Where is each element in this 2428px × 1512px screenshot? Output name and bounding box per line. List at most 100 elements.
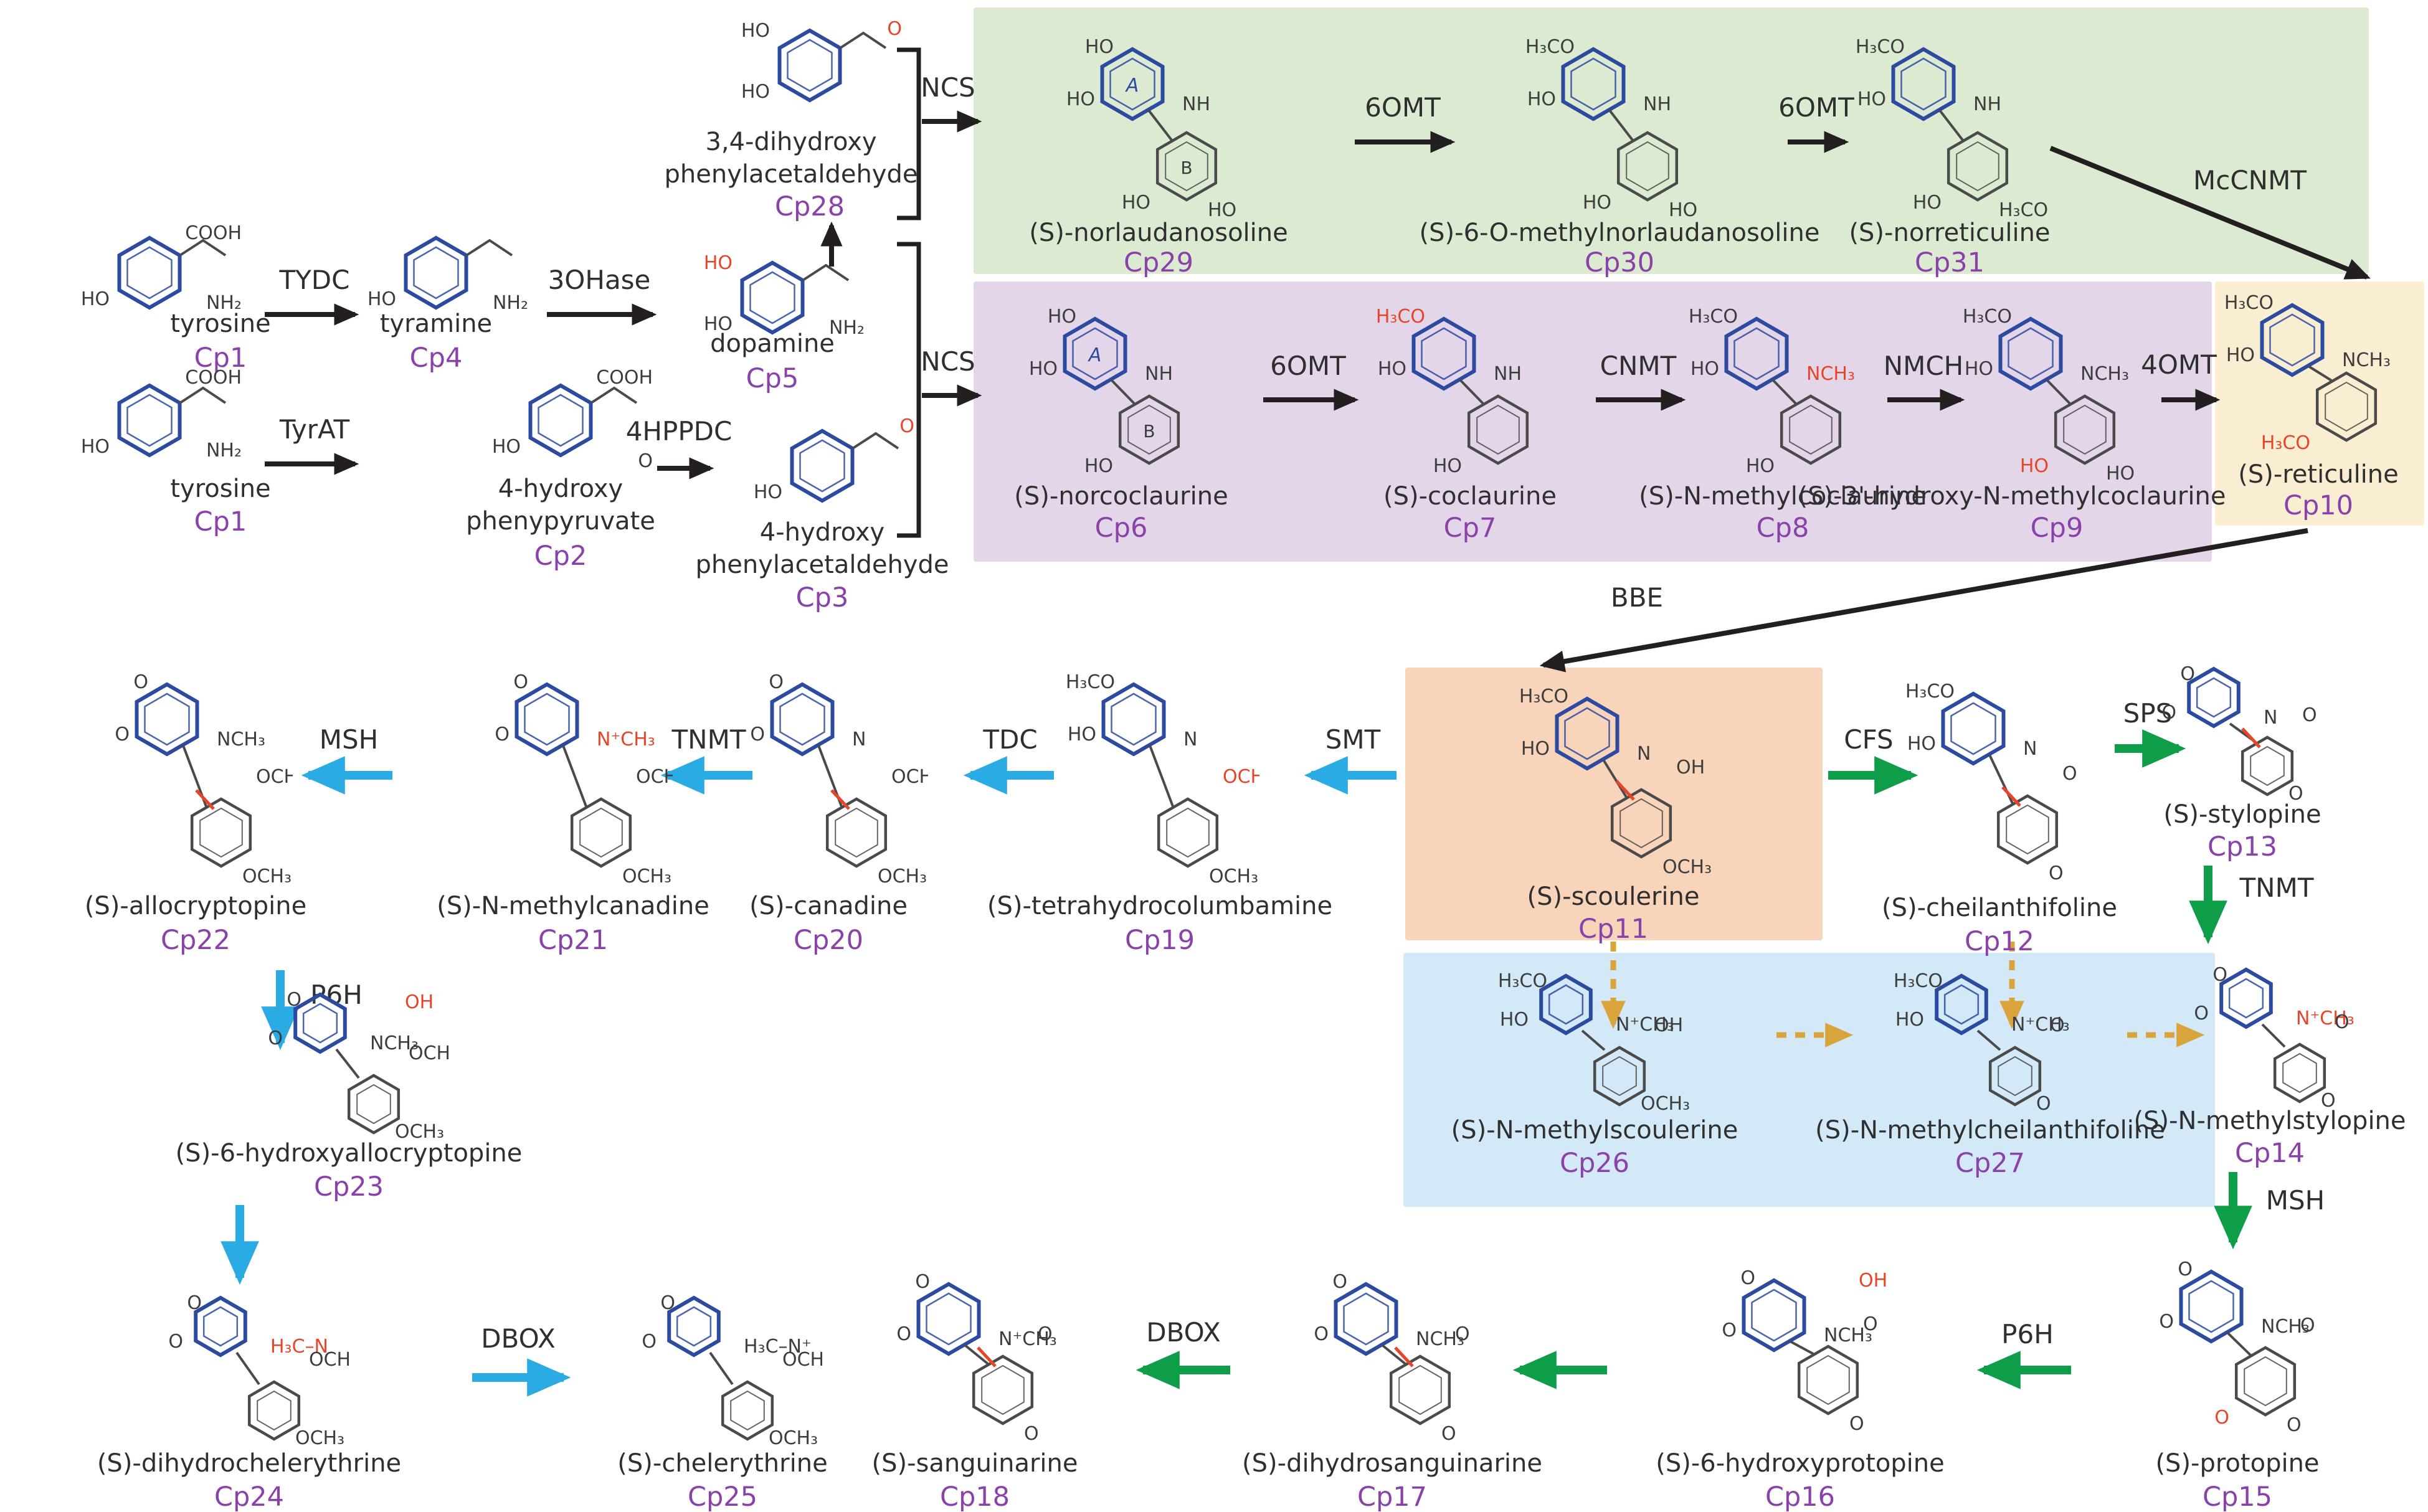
svg-text:H₃CO: H₃CO: [2261, 432, 2310, 454]
reaction-arrow-9: [2049, 146, 2371, 280]
svg-text:O: O: [642, 1331, 657, 1353]
svg-text:O: O: [769, 671, 784, 693]
svg-text:HO: HO: [2106, 463, 2135, 484]
svg-text:O: O: [187, 1292, 202, 1314]
enzyme-label-smt: SMT: [1325, 724, 1381, 755]
cp-label-dopamine: Cp5: [746, 363, 799, 394]
svg-text:O: O: [638, 450, 653, 472]
cp-label-c22: Cp22: [160, 925, 231, 956]
enzyme-label-nmch: NMCH: [1883, 351, 1964, 381]
svg-text:NCH₃: NCH₃: [1824, 1325, 1872, 1346]
enzyme-label-sps: SPS: [2123, 698, 2173, 729]
compound-name-c21: (S)-N-methylcanadine: [437, 892, 709, 920]
svg-text:NCH₃: NCH₃: [1806, 363, 1855, 385]
enzyme-label-msh: MSH: [319, 724, 379, 755]
compound-name-c18: (S)-sanguinarine: [871, 1449, 1078, 1478]
cp-label-dhpa28: Cp28: [774, 191, 845, 222]
svg-text:N: N: [2023, 738, 2037, 760]
svg-text:O: O: [1038, 1323, 1053, 1345]
svg-text:O: O: [750, 724, 765, 745]
cp-label-c15: Cp15: [2202, 1481, 2273, 1512]
svg-text:OCH₃: OCH₃: [409, 1042, 448, 1064]
svg-text:O: O: [1455, 1323, 1470, 1345]
compound-name-c19: (S)-tetrahydrocolumbamine: [987, 892, 1333, 920]
enzyme-label-dbox: DBOX: [481, 1323, 556, 1354]
svg-text:H₃CO: H₃CO: [1856, 36, 1905, 58]
svg-text:COOH: COOH: [185, 222, 242, 244]
svg-text:HO: HO: [741, 81, 770, 103]
svg-text:B: B: [1143, 421, 1155, 442]
svg-text:H₃CO: H₃CO: [1963, 306, 2012, 328]
svg-text:N⁺CH₃: N⁺CH₃: [2011, 1014, 2070, 1036]
svg-text:NH: NH: [1494, 363, 1522, 385]
box-purple: [974, 281, 2212, 562]
reaction-arrow-14: [1539, 528, 2308, 673]
compound-name-c8: (S)-N-methylcoclaurine: [1639, 482, 1927, 511]
svg-text:NCH₃: NCH₃: [217, 729, 265, 750]
enzyme-label-p6h: P6H: [2001, 1319, 2054, 1349]
compound-name-c10: (S)-reticuline: [2238, 460, 2399, 489]
svg-text:H₃CO: H₃CO: [1999, 199, 2048, 221]
cp-label-c14: Cp14: [2234, 1138, 2305, 1169]
compound-name-dhpa28-line2: phenylacetaldehyde: [664, 160, 918, 189]
svg-text:HO: HO: [1895, 1009, 1924, 1031]
svg-text:O: O: [2194, 1003, 2209, 1024]
svg-text:NH₂: NH₂: [493, 292, 528, 314]
svg-text:OH: OH: [1654, 1014, 1683, 1036]
cp-label-c25: Cp25: [687, 1481, 758, 1512]
compound-name-c29: (S)-norlaudanosoline: [1029, 219, 1288, 247]
compound-name-hpa3-line1: 4-hydroxy: [759, 518, 885, 547]
compound-name-c22: (S)-allocryptopine: [84, 892, 307, 920]
svg-text:OH: OH: [1676, 757, 1705, 778]
svg-text:H₃C–N: H₃C–N: [270, 1336, 328, 1358]
svg-text:A: A: [1088, 344, 1102, 366]
svg-text:HO: HO: [704, 252, 733, 274]
compound-name-hpa3-line2: phenylacetaldehyde: [695, 550, 949, 579]
svg-text:HO: HO: [1029, 358, 1058, 380]
enzyme-label-6omt: 6OMT: [1778, 92, 1854, 123]
svg-text:NH₂: NH₂: [206, 292, 242, 314]
compound-name-c12: (S)-cheilanthifoline: [1882, 894, 2117, 922]
compound-name-c16: (S)-6-hydroxyprotopine: [1656, 1449, 1945, 1478]
cp-label-c12: Cp12: [1964, 926, 2035, 957]
cp-label-tyrosine1: Cp1: [194, 343, 247, 374]
cp-label-tyrosine2: Cp1: [194, 506, 247, 537]
svg-text:OCH₃: OCH₃: [636, 766, 673, 788]
svg-text:O: O: [1441, 1423, 1456, 1445]
svg-text:COOH: COOH: [185, 367, 242, 389]
enzyme-label-4omt: 4OMT: [2141, 349, 2217, 380]
enzyme-label-mccnmt: McCNMT: [2193, 165, 2307, 196]
svg-text:HO: HO: [1048, 306, 1076, 328]
svg-text:HO: HO: [81, 288, 110, 310]
svg-text:O: O: [115, 724, 130, 745]
svg-text:N: N: [852, 729, 866, 750]
compound-name-c14: (S)-N-methylstylopine: [2133, 1107, 2406, 1135]
svg-text:N: N: [2264, 707, 2277, 729]
cp-label-c19: Cp19: [1124, 925, 1195, 956]
compound-name-c15: (S)-protopine: [2155, 1449, 2320, 1478]
svg-text:O: O: [2302, 704, 2317, 726]
svg-text:O: O: [513, 671, 528, 693]
svg-text:NCH₃: NCH₃: [370, 1032, 419, 1054]
cp-label-c26: Cp26: [1559, 1148, 1630, 1179]
cp-label-c18: Cp18: [939, 1481, 1010, 1512]
compound-name-c31: (S)-norreticuline: [1849, 219, 2051, 247]
svg-text:H₃CO: H₃CO: [1066, 671, 1115, 693]
compound-name-c20: (S)-canadine: [749, 892, 908, 920]
cp-label-c7: Cp7: [1443, 513, 1497, 544]
molecule-structure-c22: OONCH₃OCH₃OCH₃: [93, 669, 293, 887]
cp-label-hpa3: Cp3: [795, 582, 849, 613]
